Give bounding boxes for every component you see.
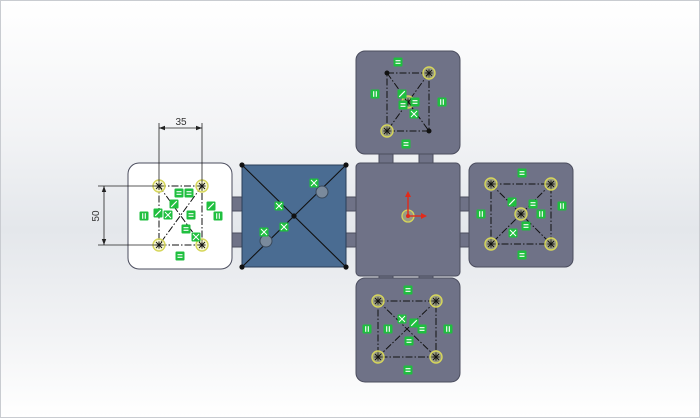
face-center[interactable]	[355, 162, 461, 277]
sketch-geometry-bottom	[377, 300, 437, 358]
sketch-point-icon[interactable]	[291, 213, 297, 219]
midpoint-constraint-icon[interactable]	[205, 200, 217, 212]
sketch-point-icon[interactable]	[259, 234, 273, 248]
midpoint-constraint-icon[interactable]	[506, 196, 518, 208]
equal-constraint-icon[interactable]	[402, 364, 414, 376]
sketch-point-icon[interactable]	[426, 128, 432, 134]
equal-constraint-icon[interactable]	[183, 187, 195, 199]
sketch-point-icon[interactable]	[239, 264, 245, 270]
sketch-point-icon[interactable]	[484, 237, 498, 251]
dimension-vertical-label[interactable]: 50	[91, 210, 102, 222]
coincident-constraint-icon[interactable]	[508, 228, 518, 238]
face-right[interactable]	[468, 162, 574, 268]
sketch-point-icon[interactable]	[380, 124, 394, 138]
equal-constraint-icon[interactable]	[527, 198, 539, 210]
equal-constraint-icon[interactable]	[409, 96, 421, 108]
coincident-constraint-icon[interactable]	[191, 232, 201, 242]
parallel-constraint-icon[interactable]	[475, 208, 487, 220]
parallel-constraint-icon[interactable]	[442, 323, 454, 335]
parallel-constraint-icon[interactable]	[436, 96, 448, 108]
equal-constraint-icon[interactable]	[516, 167, 528, 179]
equal-constraint-icon[interactable]	[180, 223, 192, 235]
sketch-point-icon[interactable]	[514, 207, 528, 221]
coincident-constraint-icon[interactable]	[279, 222, 289, 232]
equal-constraint-icon[interactable]	[520, 220, 532, 232]
equal-constraint-icon[interactable]	[397, 99, 409, 111]
face-bottom[interactable]	[355, 277, 461, 383]
equal-constraint-icon[interactable]	[416, 323, 428, 335]
equal-constraint-icon[interactable]	[392, 56, 404, 68]
sketch-point-icon[interactable]	[343, 162, 349, 168]
face-mid-left[interactable]	[239, 162, 349, 270]
sketch-point-icon[interactable]	[484, 177, 498, 191]
sketch-point-icon[interactable]	[429, 350, 443, 364]
equal-constraint-icon[interactable]	[403, 335, 415, 347]
sketch-point-icon[interactable]	[315, 185, 329, 199]
parallel-constraint-icon[interactable]	[361, 323, 373, 335]
equal-constraint-icon[interactable]	[185, 209, 197, 221]
coincident-constraint-icon[interactable]	[397, 314, 407, 324]
sketch-geometry-top	[386, 72, 430, 132]
sketch-point-icon[interactable]	[371, 350, 385, 364]
sketch-point-icon[interactable]	[384, 70, 390, 76]
sketch-point-icon[interactable]	[544, 177, 558, 191]
midpoint-constraint-icon[interactable]	[152, 207, 164, 219]
parallel-constraint-icon[interactable]	[369, 88, 381, 100]
equal-constraint-icon[interactable]	[516, 249, 528, 261]
sketch-point-icon[interactable]	[422, 66, 436, 80]
coincident-constraint-icon[interactable]	[163, 210, 173, 220]
sketch-point-icon[interactable]	[429, 294, 443, 308]
dimension-horizontal[interactable]	[158, 123, 203, 182]
face-top[interactable]	[355, 50, 461, 155]
parallel-constraint-icon[interactable]	[212, 210, 224, 222]
midpoint-constraint-icon[interactable]	[408, 317, 420, 329]
midpoint-constraint-icon[interactable]	[168, 198, 180, 210]
equal-constraint-icon[interactable]	[402, 284, 414, 296]
parallel-constraint-icon[interactable]	[138, 210, 150, 222]
dimension-vertical[interactable]	[98, 185, 156, 246]
sketch-geometry-left	[158, 185, 203, 246]
dimension-horizontal-label[interactable]: 35	[175, 117, 187, 128]
midpoint-constraint-icon[interactable]	[396, 88, 408, 100]
coincident-constraint-icon[interactable]	[259, 227, 269, 237]
parallel-constraint-icon[interactable]	[382, 323, 394, 335]
parallel-constraint-icon[interactable]	[535, 208, 547, 220]
sketch-point-icon[interactable]	[343, 264, 349, 270]
face-left-sketch[interactable]	[127, 162, 233, 270]
equal-constraint-icon[interactable]	[400, 138, 412, 150]
coincident-constraint-icon[interactable]	[309, 178, 319, 188]
sketch-point-icon[interactable]	[544, 237, 558, 251]
origin-triad-icon[interactable]	[401, 191, 427, 223]
equal-constraint-icon[interactable]	[173, 187, 185, 199]
sketch-point-icon[interactable]	[239, 162, 245, 168]
coincident-constraint-icon[interactable]	[274, 201, 284, 211]
coincident-constraint-icon[interactable]	[409, 109, 419, 119]
sketch-point-icon[interactable]	[371, 294, 385, 308]
equal-constraint-icon[interactable]	[174, 250, 186, 262]
parallel-constraint-icon[interactable]	[556, 200, 568, 212]
